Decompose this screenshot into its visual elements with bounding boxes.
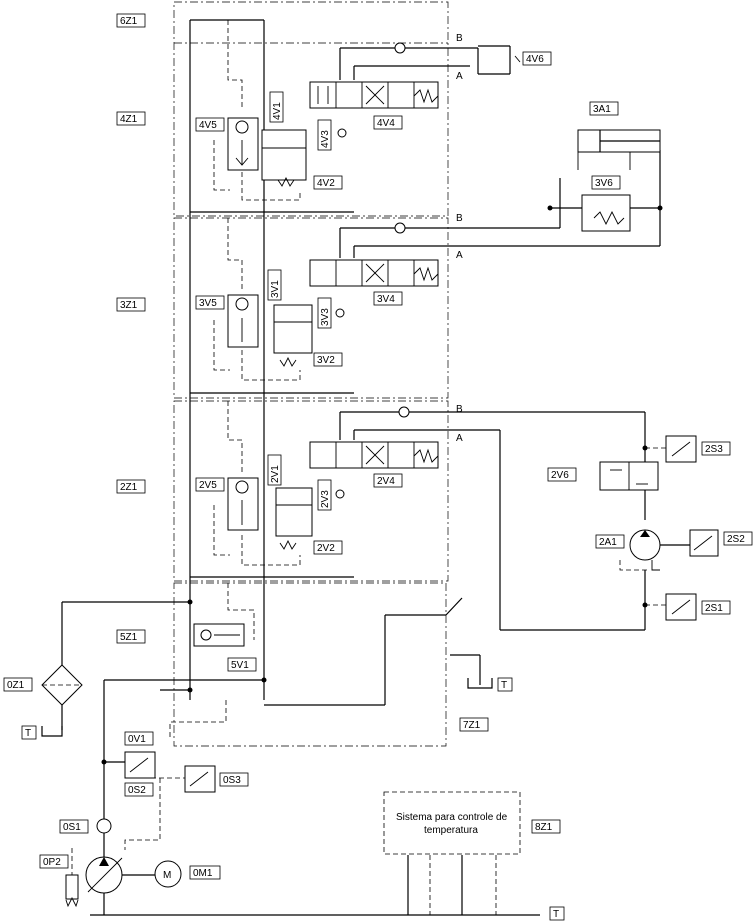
tag-3z1: 3Z1 xyxy=(120,300,138,311)
port-labels: B A B A B A xyxy=(456,33,463,444)
valve-0p2 xyxy=(66,875,78,899)
temperature-system-box xyxy=(384,792,520,854)
port-label-b-4: B xyxy=(456,33,463,44)
tag-2v4: 2V4 xyxy=(377,476,395,487)
valve-3v6-body xyxy=(582,195,630,231)
tag-2v1: 2V1 xyxy=(270,465,281,483)
tag-2s1: 2S1 xyxy=(705,603,723,614)
tag-4v3: 4V3 xyxy=(320,130,331,148)
valve-2v1-body xyxy=(276,488,312,536)
tag-5v1: 5V1 xyxy=(231,660,249,671)
valve-group-3 xyxy=(228,223,438,366)
sensor-2s2 xyxy=(690,530,718,556)
tag-0s1: 0S1 xyxy=(63,822,81,833)
temp-system-line1: Sistema para controle de xyxy=(396,812,508,823)
tag-2a1: 2A1 xyxy=(599,537,617,548)
sensor-0s2 xyxy=(125,752,155,778)
tag-3v6: 3V6 xyxy=(595,178,613,189)
valve-group-4 xyxy=(228,43,663,231)
tank-label-right: T xyxy=(501,680,507,691)
port-label-b-2: B xyxy=(456,404,463,415)
tag-4v1: 4V1 xyxy=(272,102,283,120)
tag-5z1: 5Z1 xyxy=(120,632,138,643)
zone-7z1-boundary xyxy=(174,583,446,746)
sensor-0s3 xyxy=(185,766,215,792)
flow-meter-0s1 xyxy=(97,819,111,833)
tag-4v5: 4V5 xyxy=(199,120,217,131)
temp-system-line2: temperatura xyxy=(424,825,478,836)
tag-0z1: 0Z1 xyxy=(7,680,25,691)
tag-0s3: 0S3 xyxy=(223,775,241,786)
tag-2v3: 2V3 xyxy=(320,490,331,508)
tag-3v4: 3V4 xyxy=(377,294,395,305)
directional-valve-2v4 xyxy=(310,442,438,468)
tag-0p2: 0P2 xyxy=(43,857,61,868)
tag-4v4: 4V4 xyxy=(377,118,395,129)
tag-2v6: 2V6 xyxy=(551,470,569,481)
tag-0m1: 0M1 xyxy=(193,868,213,879)
port-label-a-2: A xyxy=(456,433,463,444)
tag-3v1: 3V1 xyxy=(270,280,281,298)
tank-label-left: T xyxy=(25,728,31,739)
tag-4z1: 4Z1 xyxy=(120,114,138,125)
motor-symbol-text: M xyxy=(163,870,171,881)
check-ball-4 xyxy=(395,43,405,53)
tag-3v5: 3V5 xyxy=(199,298,217,309)
port-label-a-4: A xyxy=(456,71,463,82)
tag-7z1: 7Z1 xyxy=(463,720,481,731)
port-label-a-3: A xyxy=(456,250,463,261)
tag-6z1: 6Z1 xyxy=(120,16,138,27)
check-ball-2 xyxy=(399,407,409,417)
supply-components: M xyxy=(42,600,267,916)
tag-0v1: 0V1 xyxy=(128,734,146,745)
tank-label-bottom: T xyxy=(553,909,559,920)
tag-2s3: 2S3 xyxy=(705,444,723,455)
tag-0s2: 0S2 xyxy=(128,785,146,796)
tag-3v3: 3V3 xyxy=(320,308,331,326)
tag-2z1: 2Z1 xyxy=(120,482,138,493)
valve-4v1-body xyxy=(262,130,306,180)
tag-2v5: 2V5 xyxy=(199,480,217,491)
tag-3v2: 3V2 xyxy=(317,355,335,366)
tag-2s2: 2S2 xyxy=(727,534,745,545)
check-ball-3 xyxy=(395,223,405,233)
tag-8z1: 8Z1 xyxy=(535,822,553,833)
directional-valve-3v4 xyxy=(310,260,438,286)
tag-4v2: 4V2 xyxy=(317,178,335,189)
valve-3v1-body xyxy=(274,305,312,353)
tank-symbol-left xyxy=(42,726,62,736)
directional-valve-4v4 xyxy=(310,82,438,108)
tag-4v6: 4V6 xyxy=(526,54,544,65)
tag-3a1: 3A1 xyxy=(593,104,611,115)
tag-2v2: 2V2 xyxy=(317,543,335,554)
port-label-b-3: B xyxy=(456,213,463,224)
zone-6z1-boundary xyxy=(174,2,448,216)
